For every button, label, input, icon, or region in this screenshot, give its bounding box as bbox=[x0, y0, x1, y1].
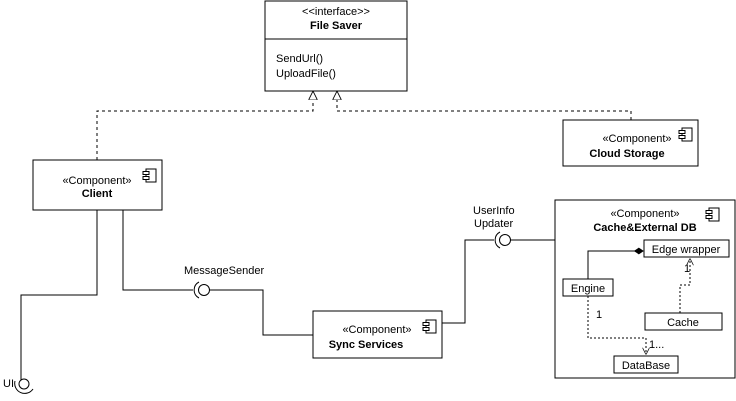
interface-stereotype: <<interface>> bbox=[302, 6, 370, 18]
message-sender-label: MessageSender bbox=[184, 265, 264, 277]
database-label: DataBase bbox=[622, 360, 670, 372]
sync-services-name: Sync Services bbox=[329, 339, 404, 351]
database-box bbox=[613, 355, 679, 374]
sync-services-component: «Component» Sync Services bbox=[312, 310, 443, 359]
cache-label: Cache bbox=[667, 317, 699, 329]
cloud-storage-component: «Component» Cloud Storage bbox=[562, 119, 699, 167]
client-component: «Component» Client bbox=[32, 159, 163, 211]
message-sender-socket bbox=[193, 281, 200, 299]
client-stereotype: «Component» bbox=[62, 175, 131, 187]
engine-multiplicity: 1 bbox=[596, 309, 602, 321]
client-realization-edge bbox=[96, 92, 313, 160]
sync-userinfo-edge bbox=[442, 239, 494, 324]
client-message-sender-edge bbox=[122, 210, 193, 291]
sync-services-stereotype: «Component» bbox=[342, 324, 411, 336]
operation-send-url: SendUrl() bbox=[276, 53, 323, 65]
userinfo-label-line2: Updater bbox=[474, 218, 513, 230]
engine-database-link bbox=[587, 296, 646, 354]
engine-edge-wrapper-link bbox=[587, 247, 644, 279]
userinfo-updater-socket bbox=[494, 231, 501, 249]
edge-wrapper-label: Edge wrapper bbox=[652, 244, 721, 256]
client-name: Client bbox=[82, 188, 113, 200]
ui-label: UI bbox=[3, 378, 14, 390]
cache-edge-wrapper-link bbox=[679, 259, 690, 313]
message-sender-ball bbox=[198, 284, 210, 296]
engine-label: Engine bbox=[571, 283, 605, 295]
cloud-storage-stereotype: «Component» bbox=[602, 133, 671, 145]
cloud-storage-name: Cloud Storage bbox=[589, 148, 664, 160]
edge-wrapper-box bbox=[643, 239, 730, 258]
database-multiplicity: 1... bbox=[649, 339, 664, 351]
cache-db-stereotype: «Component» bbox=[610, 208, 679, 220]
cache-box bbox=[644, 312, 723, 331]
operation-upload-file: UploadFile() bbox=[276, 68, 336, 80]
userinfo-updater-ball bbox=[499, 234, 511, 246]
cache-db-name: Cache&External DB bbox=[593, 222, 696, 234]
file-saver-interface: <<interface>> File Saver SendUrl() Uploa… bbox=[264, 0, 408, 92]
client-ui-edge bbox=[20, 210, 98, 382]
cache-multiplicity: 1 bbox=[684, 263, 690, 275]
userinfo-label-line1: UserInfo bbox=[473, 205, 515, 217]
ui-socket bbox=[14, 380, 34, 394]
message-sender-sync-edge bbox=[209, 289, 313, 336]
cloud-storage-realization-edge bbox=[337, 92, 632, 120]
cache-external-db-component: «Component» Cache&External DB Edge wrapp… bbox=[554, 199, 736, 379]
interface-name: File Saver bbox=[310, 20, 363, 32]
ui-provided-ball bbox=[18, 378, 30, 390]
